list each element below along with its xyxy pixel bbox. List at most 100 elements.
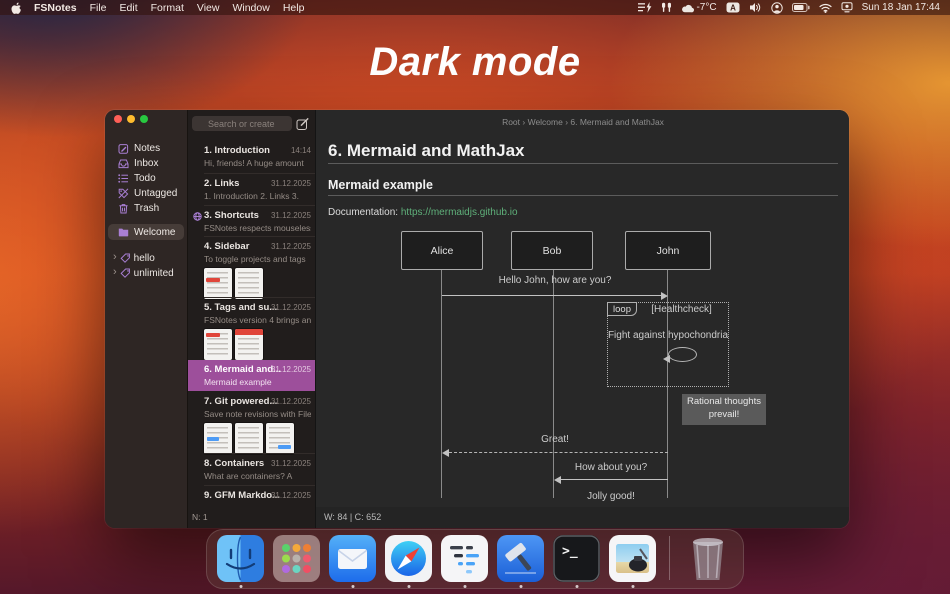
note-thumbnail [235,268,263,299]
volume-icon[interactable] [749,2,762,13]
divider [204,453,316,454]
menu-edit[interactable]: Edit [119,1,138,14]
note-row-containers[interactable]: 8. Containers 31.12.2025 What are contai… [188,454,316,485]
notes-list: 1. Introduction 14:14 Hi, friends! A hug… [187,110,316,528]
menu-format[interactable]: Format [150,1,184,14]
apple-icon[interactable] [10,1,21,14]
dock-finder-icon[interactable] [217,534,264,588]
arrow-line [561,479,668,480]
chevron-right-icon[interactable]: › [113,251,117,263]
sidebar-item-label: Welcome [134,226,176,238]
menu-clock[interactable]: Sun 18 Jan 17:44 [861,2,940,13]
note-thumbnails [204,329,311,360]
menu-file[interactable]: File [89,1,107,14]
note-date: 31.12.2025 [270,211,311,220]
arrowhead-right [661,292,668,300]
note-row-tags[interactable]: 5. Tags and su... 31.12.2025 FSNotes ver… [188,298,316,360]
note-date: 31.12.2025 [270,303,311,312]
user-switch-icon[interactable] [770,1,783,14]
dock-terminal-icon[interactable]: >_ [553,534,600,588]
running-indicator [463,584,466,588]
sidebar-item-label: Notes [134,142,161,154]
editor-pane[interactable]: Root › Welcome › 6. Mermaid and MathJax … [315,110,849,528]
airpods-icon[interactable] [661,2,672,13]
note-title: 1. Introduction [204,145,270,156]
sidebar-tag-hello[interactable]: › hello [105,251,187,265]
menu-window[interactable]: Window [232,1,270,14]
sidebar-item-welcome[interactable]: Welcome [108,224,184,240]
sidebar-item-trash[interactable]: Trash [105,201,187,215]
arrow-line [442,295,662,296]
running-indicator [407,584,410,588]
arrow-line-dashed [449,452,668,453]
note-preview: What are containers? A [204,471,293,481]
input-source-letter: A [730,3,736,12]
note-date: 31.12.2025 [270,459,311,468]
note-row-shortcuts[interactable]: 3. Shortcuts 31.12.2025 FSNotes respects… [188,206,316,237]
documentation-link[interactable]: https://mermaidjs.github.io [400,207,518,218]
zoom-button[interactable] [140,115,148,123]
battery-icon[interactable] [791,3,810,12]
note-row-gfm[interactable]: 9. GFM Markdo... 31.12.2025 [188,486,316,506]
sidebar-item-inbox[interactable]: Inbox [105,156,187,170]
running-indicator [575,584,578,588]
sidebar-item-untagged[interactable]: Untagged [105,186,187,200]
menu-app-name[interactable]: FSNotes [34,1,77,14]
sidebar-item-label: Untagged [134,187,178,199]
note-date: 31.12.2025 [270,397,311,406]
dock: >_ [206,529,744,589]
note-thumbnail [235,329,263,360]
dock-separator [669,536,670,580]
self-loop-arrow [668,347,697,362]
menu-help[interactable]: Help [282,1,305,14]
arrowhead-left [663,355,670,363]
chevron-right-icon[interactable]: › [113,266,117,278]
menu-view[interactable]: View [196,1,220,14]
divider [204,297,316,298]
lifeline-john [667,270,668,498]
input-source-icon[interactable]: A [726,2,740,13]
note-row-introduction[interactable]: 1. Introduction 14:14 Hi, friends! A hug… [188,141,316,172]
notes-lightning-icon[interactable] [638,2,652,13]
search-input[interactable] [192,116,292,131]
lifeline-bob [553,270,554,498]
notes-count-status: N: 1 [192,512,208,522]
sidebar-item-todo[interactable]: Todo [105,171,187,185]
note-thumbnail [266,423,294,454]
sidebar-tag-label: hello [133,252,155,264]
note-row-mermaid-selected[interactable]: 6. Mermaid and... 31.12.2025 Mermaid exa… [188,360,316,391]
breadcrumb: Root › Welcome › 6. Mermaid and MathJax [502,117,664,127]
dock-launchpad-icon[interactable] [273,534,320,582]
dock-preview-icon[interactable] [609,534,656,588]
inbox-icon [118,159,129,168]
note-thumbnails [204,268,311,299]
note-date: 14:14 [290,146,311,155]
minimize-button[interactable] [127,115,135,123]
note-title: 7. Git powered... [204,396,278,407]
sidebar-item-notes[interactable]: Notes [105,141,187,155]
message-great: Great! [541,434,569,445]
note-row-git[interactable]: 7. Git powered... 31.12.2025 Save note r… [188,392,316,454]
compose-icon[interactable] [296,117,310,131]
dock-trash-icon[interactable] [683,535,733,582]
notes-icon [118,143,129,154]
dock-xcode-icon[interactable] [497,534,544,588]
note-row-sidebar[interactable]: 4. Sidebar 31.12.2025 To toggle projects… [188,237,316,299]
dock-fsnotes-icon[interactable] [441,534,488,588]
divider [204,485,316,486]
wifi-icon[interactable] [818,3,832,13]
divider [204,236,316,237]
dock-safari-icon[interactable] [385,534,432,588]
terminal-glyph: >_ [562,544,578,559]
lifeline-alice [441,270,442,498]
sidebar-tag-unlimited[interactable]: › unlimited [105,266,187,280]
close-button[interactable] [114,115,122,123]
backup-status-icon[interactable] [841,2,853,13]
message-hello: Hello John, how are you? [498,275,612,286]
note-heading: 6. Mermaid and MathJax [328,141,525,160]
weather-cloud-icon[interactable]: -7°C [681,2,717,13]
note-preview: To toggle projects and tags [204,254,306,264]
note-row-links[interactable]: 2. Links 31.12.2025 1. Introduction 2. L… [188,174,316,205]
dock-mail-icon[interactable] [329,534,376,588]
note-title: 2. Links [204,178,240,189]
